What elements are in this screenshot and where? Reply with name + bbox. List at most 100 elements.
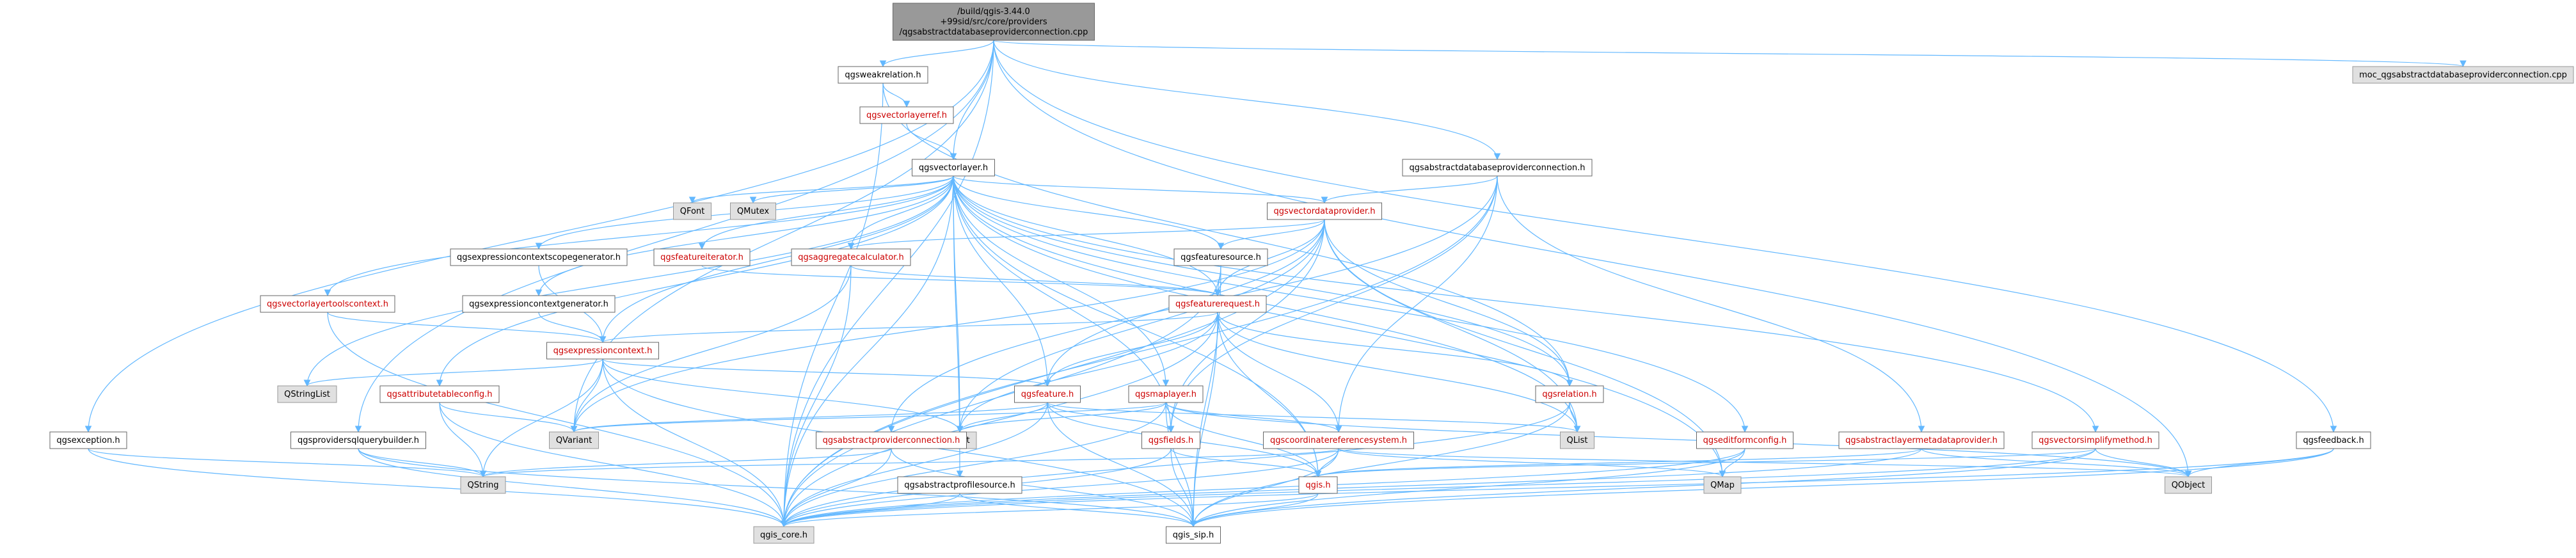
node-qgsattributetableconfig[interactable]: qgsattributetableconfig.h — [379, 385, 500, 403]
node-qgsprovidersqlquerybuilder[interactable]: qgsprovidersqlquerybuilder.h — [290, 431, 426, 449]
node-label-QList: QList — [1567, 436, 1588, 445]
edge-qgsabstractprofilesource-to-qgis_sip — [959, 493, 1197, 528]
edge-qgsexception-to-QString — [88, 448, 487, 478]
edge-qgsvectorlayer-to-QFont — [688, 175, 954, 204]
node-box-qgsweakrelation — [838, 66, 928, 84]
edge-root-to-qgis_core — [780, 40, 994, 528]
node-label-qgsfields: qgsfields.h — [1149, 436, 1193, 445]
edge-qgsfeaturerequest-to-qgsfeature — [1044, 312, 1218, 387]
node-box-qgsattributetableconfig — [379, 385, 500, 403]
node-qgsmaplayer[interactable]: qgsmaplayer.h — [1128, 385, 1204, 403]
node-QString[interactable]: QString — [460, 476, 506, 494]
node-qgsaggregatecalculator[interactable]: qgsaggregatecalculator.h — [791, 248, 911, 266]
node-box-qgscrs — [1263, 431, 1414, 449]
node-qgsabstractproviderconnection[interactable]: qgsabstractproviderconnection.h — [816, 431, 967, 449]
node-qgsabstractlayermetadataprovider[interactable]: qgsabstractlayermetadataprovider.h — [1838, 431, 2005, 449]
edge-qgsabstractprofilesource-to-qgis_core — [780, 493, 960, 528]
node-qgsfields[interactable]: qgsfields.h — [1141, 431, 1200, 449]
node-qgsweakrelation[interactable]: qgsweakrelation.h — [838, 66, 928, 84]
edge-qgsabstractlayermetadataprovider-to-qgis — [1315, 448, 1922, 478]
node-qgsfeedback[interactable]: qgsfeedback.h — [2296, 431, 2371, 449]
node-qgis[interactable]: qgis.h — [1298, 476, 1338, 494]
node-box-qgsfeedback — [2296, 431, 2371, 449]
node-qgsvectorlayertoolscontext[interactable]: qgsvectorlayertoolscontext.h — [260, 295, 395, 313]
node-QStringList[interactable]: QStringList — [277, 385, 337, 403]
node-label-qgsabstractdbconn: qgsabstractdatabaseproviderconnection.h — [1409, 163, 1585, 173]
node-qgsexception[interactable]: qgsexception.h — [49, 431, 127, 449]
edge-qgsabstractdbconn-to-qgsfields — [1167, 175, 1498, 433]
node-box-qgsabstractprofilesource — [897, 476, 1022, 494]
node-label-qgscrs: qgscoordinatereferencesystem.h — [1270, 436, 1407, 445]
node-qgsfeaturesource[interactable]: qgsfeaturesource.h — [1173, 248, 1268, 266]
node-qgsrelation[interactable]: qgsrelation.h — [1535, 385, 1604, 403]
node-label-QFont: QFont — [680, 207, 705, 216]
node-root[interactable]: /build/qgis-3.44.0+99sid/src/core/provid… — [893, 3, 1095, 41]
edge-qgsvectorlayerref-to-qgsvectorlayer — [906, 123, 957, 161]
edge-qgsvectorlayer-to-qgsexprctxgen — [535, 175, 954, 297]
edge-qgscrs-to-qgis_core — [780, 448, 1339, 528]
node-qgsfeatureiterator[interactable]: qgsfeatureiterator.h — [653, 248, 751, 266]
node-box-QStringList — [277, 385, 337, 403]
node-QVariant[interactable]: QVariant — [549, 431, 599, 449]
node-label-qgsfeaturesource: qgsfeaturesource.h — [1181, 253, 1261, 262]
edge-root-to-QObject — [993, 40, 2192, 478]
edge-qgsabstractproviderconnection-to-qgis_core — [780, 448, 892, 528]
edge-qgsprovidersqlquerybuilder-to-QString — [358, 448, 487, 478]
node-qgsfeaturerequest[interactable]: qgsfeaturerequest.h — [1168, 295, 1267, 313]
edge-qgsvectordataprovider-to-qgsrelation — [1324, 219, 1573, 387]
node-qgsexpressioncontext[interactable]: qgsexpressioncontext.h — [546, 342, 659, 360]
node-box-qgsexception — [49, 431, 127, 449]
edge-qgsvectorlayer-to-qgsaggregatecalculator — [847, 175, 954, 250]
node-qgsexprctxgen[interactable]: qgsexpressioncontextgenerator.h — [462, 295, 616, 313]
node-qgsabstractdbconn[interactable]: qgsabstractdatabaseproviderconnection.h — [1402, 159, 1593, 177]
edge-qgsattributetableconfig-to-QVariant — [439, 402, 578, 433]
node-box-qgis_sip — [1166, 526, 1221, 544]
edge-qgsvectorlayer-to-qgsvectorsimplifymethod — [953, 175, 2099, 433]
node-label-qgsfeedback: qgsfeedback.h — [2303, 436, 2364, 445]
node-box-qgsvectorsimplifymethod — [2031, 431, 2159, 449]
node-label-root: +99sid/src/core/providers — [940, 17, 1047, 27]
edge-qgsexpressioncontext-to-qgsfeature — [602, 358, 1051, 387]
node-moc[interactable]: moc_qgsabstractdatabaseproviderconnectio… — [2352, 66, 2574, 84]
edge-qgsvectorlayer-to-qgsfeaturerequest — [953, 175, 1221, 297]
node-label-qgsprovidersqlquerybuilder: qgsprovidersqlquerybuilder.h — [298, 436, 419, 445]
edge-qgsrelation-to-qgis_core — [780, 402, 1570, 528]
node-qgscrs[interactable]: qgscoordinatereferencesystem.h — [1263, 431, 1414, 449]
node-label-qgsvectorlayertoolscontext: qgsvectorlayertoolscontext.h — [267, 299, 388, 309]
edge-qgsexpressioncontext-to-QString — [479, 358, 603, 478]
node-qgsexprctxscopegen[interactable]: qgsexpressioncontextscopegenerator.h — [450, 248, 628, 266]
node-box-QMutex — [730, 202, 776, 220]
node-qgsvectorlayer[interactable]: qgsvectorlayer.h — [912, 159, 995, 177]
node-qgsabstractprofilesource[interactable]: qgsabstractprofilesource.h — [897, 476, 1022, 494]
node-qgis_sip[interactable]: qgis_sip.h — [1166, 526, 1221, 544]
node-label-qgsvectordataprovider: qgsvectordataprovider.h — [1274, 207, 1376, 216]
node-qgsfeature[interactable]: qgsfeature.h — [1014, 385, 1081, 403]
node-box-qgsabstractproviderconnection — [816, 431, 967, 449]
edge-qgsfeaturerequest-to-qgis_core — [780, 312, 1218, 528]
node-layer: /build/qgis-3.44.0+99sid/src/core/provid… — [49, 3, 2574, 544]
node-QMap[interactable]: QMap — [1703, 476, 1742, 494]
edge-qgsexpressioncontext-to-QVariant — [570, 358, 603, 433]
edge-qgsvectorlayertoolscontext-to-qgis_core — [327, 312, 788, 528]
node-qgsvectordataprovider[interactable]: qgsvectordataprovider.h — [1267, 202, 1382, 220]
edge-qgsabstractdbconn-to-qgscrs — [1335, 175, 1498, 433]
node-box-qgsmaplayer — [1128, 385, 1204, 403]
node-box-QList — [1560, 431, 1594, 449]
node-QObject[interactable]: QObject — [2165, 476, 2212, 494]
node-QFont[interactable]: QFont — [673, 202, 712, 220]
edge-qgsvectorlayer-to-qgsvectorlayertoolscontext — [324, 175, 954, 297]
node-QMutex[interactable]: QMutex — [730, 202, 776, 220]
node-QList[interactable]: QList — [1560, 431, 1594, 449]
edge-qgsvectorlayer-to-qgseditformconfig — [953, 175, 1749, 433]
edge-qgsmaplayer-to-qgscrs — [1165, 402, 1342, 433]
node-qgsvectorsimplifymethod[interactable]: qgsvectorsimplifymethod.h — [2031, 431, 2159, 449]
node-box-qgsfields — [1141, 431, 1200, 449]
node-qgseditformconfig[interactable]: qgseditformconfig.h — [1696, 431, 1793, 449]
node-label-qgis_sip: qgis_sip.h — [1173, 530, 1214, 540]
node-qgis_core[interactable]: qgis_core.h — [753, 526, 815, 544]
edge-qgsvectorlayer-to-QMutex — [749, 175, 954, 204]
edge-qgsrelation-to-QList — [1569, 402, 1581, 433]
edge-qgsfeaturerequest-to-qgscrs — [1217, 312, 1342, 433]
node-box-qgsrelation — [1535, 385, 1604, 403]
node-qgsvectorlayerref[interactable]: qgsvectorlayerref.h — [859, 106, 954, 124]
